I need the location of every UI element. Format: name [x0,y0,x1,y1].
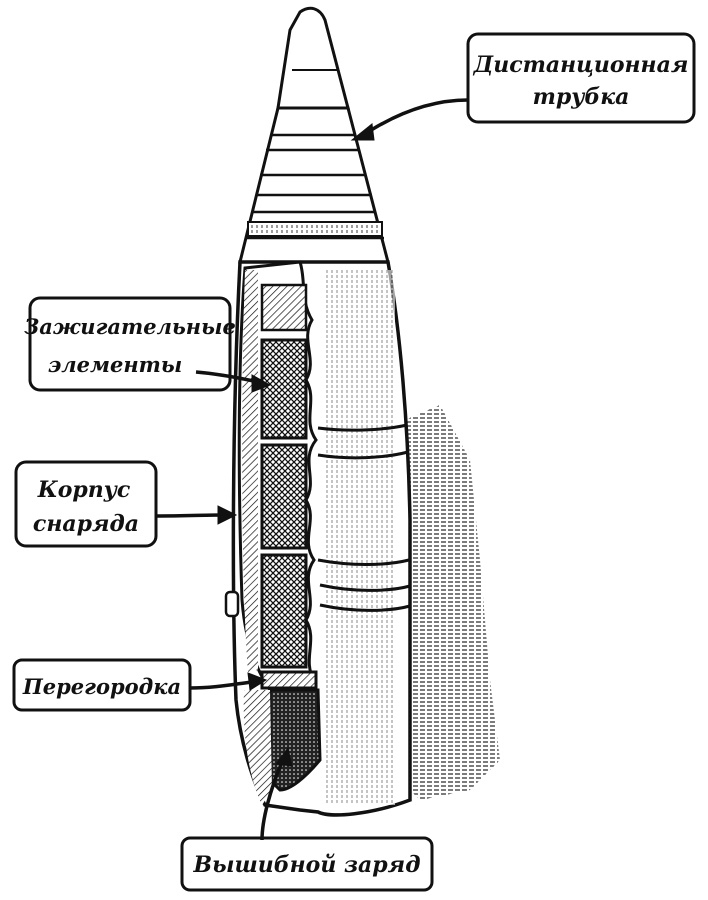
label-body: Корпус снаряда [14,460,158,548]
label-partition-text: Перегородка [22,674,181,699]
base-hatching [243,690,272,805]
arrows [155,98,469,841]
label-partition: Перегородка [12,658,192,712]
top-cap [260,283,308,332]
rotating-bands [317,423,411,612]
partition-disk [260,670,318,690]
label-fuze: Дистанционная трубка [466,32,696,124]
body-stipple [325,270,395,805]
fuze-rings [246,133,384,240]
label-incendiary-line2: элементы [48,352,183,377]
shadow-hatching [400,405,500,800]
fuze-tip [276,6,350,110]
label-fuze-line2: трубка [533,84,630,110]
cutaway-hatch-left [242,270,258,672]
label-body-line1: Корпус [37,477,131,503]
fuze-knurl-ring [247,221,383,237]
side-bolt [224,590,240,618]
label-ejection-text: Вышибной заряд [193,852,421,878]
label-ejection: Вышибной заряд [180,836,434,892]
incendiary-elements [260,338,308,669]
label-incendiary: Зажигательные элементы [24,296,236,392]
label-fuze-line1: Дистанционная [473,52,689,78]
label-incendiary-line1: Зажигательные [24,314,236,339]
label-body-line2: снаряда [33,511,139,537]
